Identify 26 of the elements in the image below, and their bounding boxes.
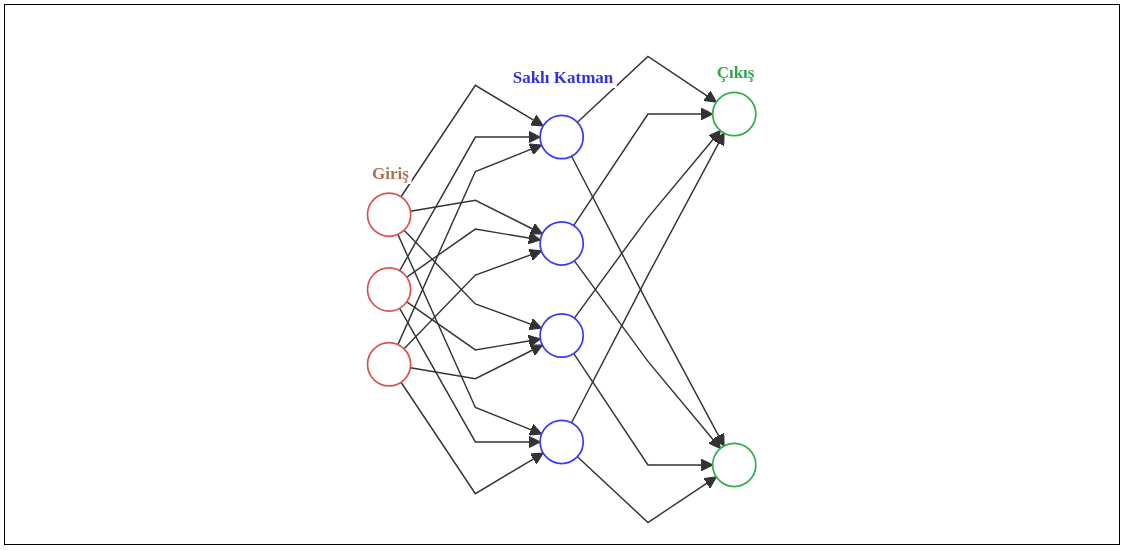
arrow xyxy=(573,107,714,227)
node-circle xyxy=(712,91,757,137)
arrow xyxy=(400,381,545,495)
node-circle xyxy=(539,313,585,358)
arrow xyxy=(574,260,722,449)
node-circle xyxy=(366,267,412,312)
arrow xyxy=(577,55,718,124)
arrow xyxy=(400,84,545,198)
node-circle xyxy=(366,341,412,387)
node-circle xyxy=(712,442,757,488)
arrow xyxy=(406,228,542,278)
node-circle xyxy=(366,192,412,238)
node-circle xyxy=(539,221,585,266)
arrow xyxy=(397,233,543,436)
arrow xyxy=(397,143,543,346)
layer-label: Giriş xyxy=(369,164,412,185)
arrow xyxy=(403,229,543,331)
arrow xyxy=(403,248,543,350)
arrow xyxy=(573,352,714,472)
node-circle xyxy=(539,419,585,465)
arrow xyxy=(399,130,541,272)
arrow xyxy=(399,307,541,449)
node-circle xyxy=(539,114,585,160)
arrow xyxy=(574,130,722,319)
arrow xyxy=(577,455,718,524)
arrow xyxy=(406,301,542,351)
